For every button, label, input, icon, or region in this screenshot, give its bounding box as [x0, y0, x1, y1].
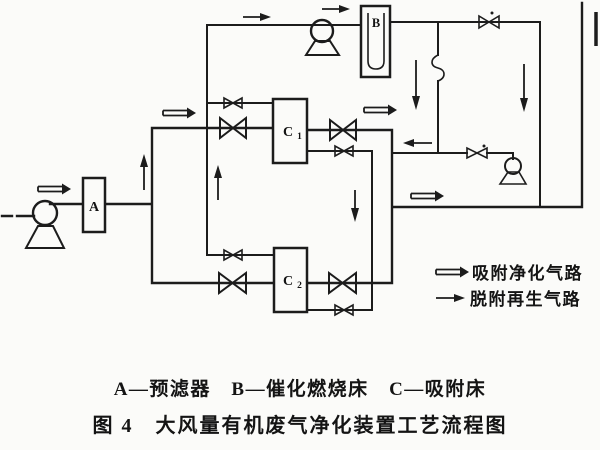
legend-label-desorption: 脱附再生气路 [470, 289, 581, 309]
legend: 吸附净化气路 脱附再生气路 [435, 263, 583, 309]
combustion-bed-tube [367, 13, 385, 70]
arrow-down-icon [351, 190, 359, 222]
auxiliary-fan-icon [498, 157, 528, 185]
arrow-left-icon [403, 139, 432, 147]
valve-c2-regen-in-icon [223, 248, 243, 262]
adsorption-pipes [0, 1, 584, 285]
prefilter-box [81, 176, 107, 234]
valve-c2-inlet-icon [218, 271, 247, 295]
adsorber-2-box [272, 246, 309, 314]
combustion-bed-box [359, 4, 392, 79]
inlet-fan-icon [24, 199, 66, 249]
catalytic-combustion-unit: B [359, 4, 392, 79]
double-arrow-icon [363, 104, 397, 116]
valves [218, 11, 500, 317]
combustion-bed-label: B [372, 16, 380, 30]
adsorber-1-label: C 1 [283, 123, 302, 142]
caption-title: 图 4 大风量有机废气净化装置工艺流程图 [93, 413, 508, 437]
valve-stem-dot [482, 144, 486, 148]
adsorber-2-label: C 2 [283, 272, 302, 291]
double-arrow-icon [410, 190, 444, 202]
adsorber-1-box [271, 97, 309, 165]
legend-label-adsorption: 吸附净化气路 [472, 263, 583, 283]
valve-c1-outlet-icon [329, 117, 357, 143]
double-arrow-icon [162, 107, 196, 119]
adsorber-1-unit: C 1 [271, 97, 309, 165]
valve-c1-regen-in-icon [223, 96, 243, 110]
regen-gas-pipes [206, 21, 541, 311]
valve-c1-inlet-icon [219, 115, 247, 141]
adsorption-flow-arrows [37, 104, 444, 202]
regen-fan-icon [304, 18, 341, 56]
pipe-break-symbol [431, 54, 445, 82]
valve-c2-regen-out-icon [334, 303, 354, 317]
caption-key: A—预滤器 B—催化燃烧床 C—吸附床 [114, 377, 487, 400]
adsorber-2-unit: C 2 [272, 246, 309, 314]
regen-flow-arrows [140, 5, 528, 222]
main-gas-pipes [48, 1, 584, 285]
regeneration-pipes [206, 21, 541, 311]
arrow-up-icon [140, 154, 148, 190]
fan-circle [504, 157, 522, 175]
prefilter-label: A [89, 200, 100, 215]
fan-base [498, 171, 528, 185]
legend-single-arrow-icon [436, 294, 465, 302]
valve-b-outlet-icon [478, 14, 500, 30]
arrow-down-icon [412, 60, 420, 110]
arrow-right-icon [243, 13, 271, 21]
arrow-up-icon [214, 165, 222, 200]
valve-aux-fan-icon [466, 146, 488, 160]
valve-c1-regen-out-icon [334, 144, 354, 158]
valve-stem-dot [490, 11, 494, 15]
fan-base [304, 40, 341, 56]
fan-circle [309, 18, 335, 44]
legend-double-arrow-icon [435, 266, 469, 278]
arrow-down-icon [520, 64, 528, 112]
arrow-right-icon [322, 5, 350, 13]
fan-base [24, 225, 66, 249]
valve-c2-outlet-icon [328, 271, 357, 295]
prefilter-unit: A [81, 176, 107, 234]
double-arrow-icon [37, 183, 71, 195]
fan-circle [31, 199, 59, 227]
